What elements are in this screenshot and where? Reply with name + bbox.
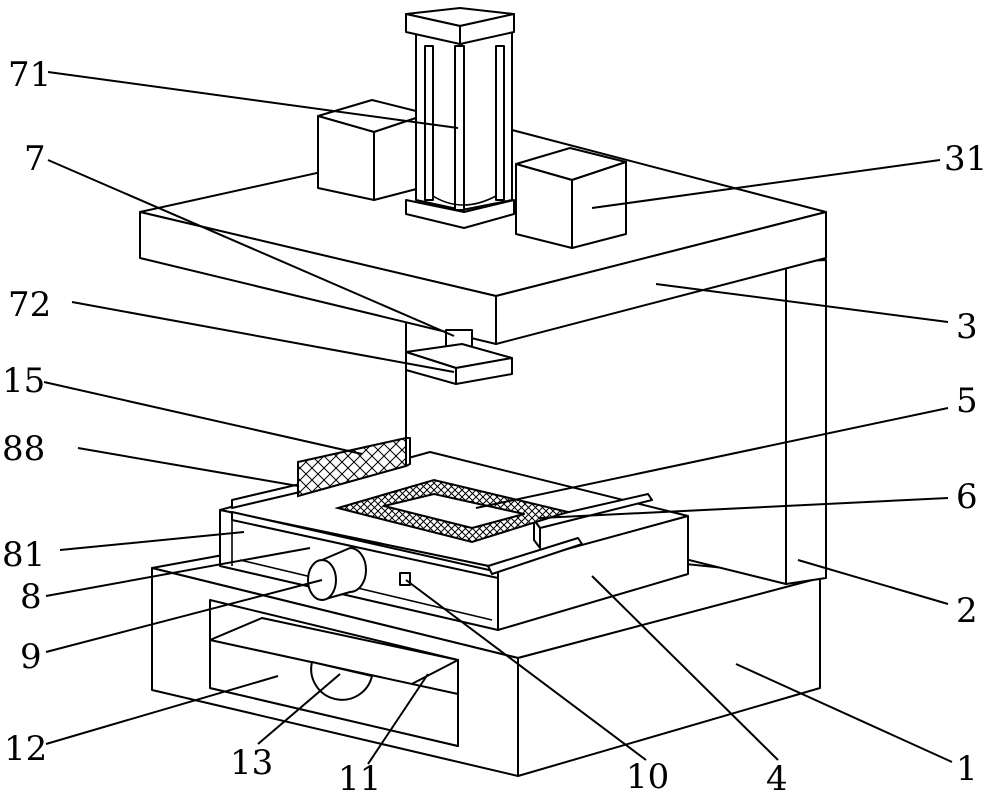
table-side-face — [497, 515, 689, 631]
control-box-31 — [515, 147, 627, 249]
leader-7 — [47, 159, 455, 337]
drawer-handle-notch — [310, 661, 373, 701]
control-box-front — [515, 163, 573, 249]
leader-71 — [47, 71, 459, 129]
cylinder-cap-side — [459, 13, 515, 45]
guide-rail-right-post — [533, 519, 541, 549]
leader-15 — [43, 381, 363, 455]
leader-lines — [43, 71, 953, 765]
label-4: 4 — [766, 759, 788, 799]
leader-12 — [45, 675, 279, 745]
label-88: 88 — [2, 429, 45, 469]
label-13: 13 — [230, 743, 273, 783]
switch-10 — [399, 572, 411, 586]
label-2: 2 — [956, 591, 978, 631]
label-3: 3 — [956, 307, 978, 347]
press-cylinder — [405, 7, 515, 229]
label-11: 11 — [338, 759, 381, 799]
label-5: 5 — [956, 381, 978, 421]
leader-6 — [539, 497, 949, 519]
screen-frame — [334, 478, 572, 544]
leader-8 — [45, 547, 311, 597]
screen-window — [383, 493, 525, 529]
motor-box-71 — [317, 99, 429, 201]
drawer — [209, 599, 459, 747]
control-box-side — [571, 161, 627, 249]
press-head-side — [455, 357, 513, 385]
label-1: 1 — [956, 749, 978, 789]
cylinder-rod-right — [495, 45, 505, 201]
leader-88 — [77, 447, 299, 487]
reference-labels: 71 7 72 15 88 81 8 9 12 13 11 10 4 1 2 6… — [2, 55, 987, 799]
guide-rail-front — [487, 537, 583, 575]
label-8: 8 — [20, 577, 42, 617]
leader-13 — [257, 673, 341, 745]
cylinder-base-plate — [405, 199, 515, 229]
label-81: 81 — [2, 535, 45, 575]
switch-body — [399, 572, 411, 586]
leader-1 — [735, 663, 953, 763]
leader-4 — [591, 575, 779, 761]
label-6: 6 — [956, 477, 978, 517]
motor-box-front — [317, 115, 375, 201]
column-side-face — [785, 259, 827, 585]
label-71: 71 — [8, 55, 51, 95]
leader-72 — [71, 301, 455, 373]
label-12: 12 — [4, 729, 47, 769]
guide-rails — [231, 483, 653, 575]
leader-31 — [591, 159, 941, 209]
table-seam — [239, 559, 493, 621]
label-10: 10 — [626, 757, 669, 797]
press-head — [405, 329, 513, 385]
top-plate-side-face — [495, 211, 827, 345]
label-72: 72 — [8, 285, 51, 325]
cylinder-barrel-bottom — [432, 195, 497, 206]
grid-plate — [297, 436, 411, 498]
base-side-face — [517, 577, 821, 777]
leader-5 — [475, 407, 949, 509]
leader-3 — [655, 283, 949, 323]
label-7: 7 — [24, 139, 46, 179]
leader-9 — [45, 579, 323, 653]
grid-plate-edge — [405, 437, 411, 467]
leader-11 — [367, 673, 429, 765]
label-15: 15 — [2, 361, 45, 401]
leader-10 — [405, 579, 647, 761]
table-lip-front — [231, 511, 499, 579]
leader-81 — [59, 531, 245, 551]
leader-2 — [797, 559, 949, 605]
label-9: 9 — [20, 637, 42, 677]
label-31: 31 — [944, 139, 987, 179]
